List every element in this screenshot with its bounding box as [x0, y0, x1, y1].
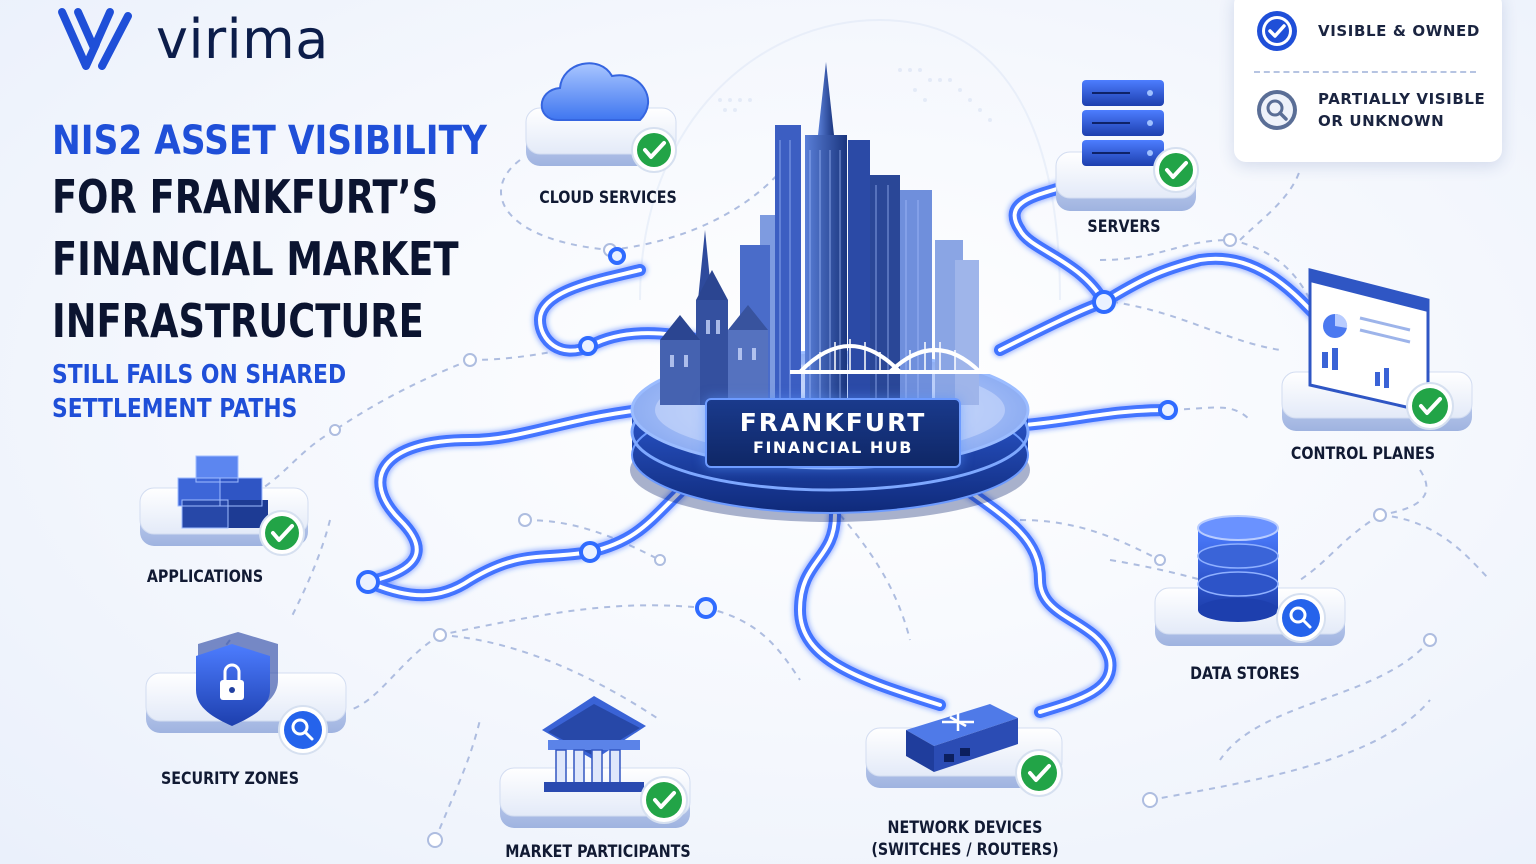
- label-network-devices: NETWORK DEVICES (SWITCHES / ROUTERS): [871, 817, 1058, 861]
- check-circle-icon: [1257, 11, 1297, 51]
- subheadline-line-1: STILL FAILS ON SHARED: [52, 360, 347, 390]
- search-icon: [1257, 90, 1297, 130]
- bank-building-icon: [542, 696, 646, 792]
- check-circle-icon: [1406, 382, 1454, 430]
- label-network-devices-line-1: NETWORK DEVICES: [887, 818, 1043, 838]
- check-circle-icon: [1015, 749, 1063, 797]
- hub-subtitle: FINANCIAL HUB: [753, 438, 913, 457]
- headline-block: NIS2 ASSET VISIBILITY FOR FRANKFURT’S FI…: [52, 116, 492, 426]
- check-circle-icon: [640, 776, 688, 824]
- label-servers: SERVERS: [1087, 217, 1161, 237]
- network-switch-icon: [906, 704, 1018, 772]
- label-cloud-services: CLOUD SERVICES: [539, 188, 677, 208]
- status-legend: VISIBLE & OWNED PARTIALLY VISIBLE OR UNK…: [1234, 0, 1502, 162]
- dashed-junction-dots: [329, 233, 1437, 848]
- shield-lock-icon: [196, 632, 278, 726]
- search-icon: [278, 705, 328, 755]
- legend-label-partially-visible: PARTIALLY VISIBLE OR UNKNOWN: [1318, 88, 1485, 132]
- database-icon: [1197, 515, 1279, 622]
- headline-line-4: INFRASTRUCTURE: [52, 294, 424, 348]
- check-circle-icon: [1153, 147, 1199, 193]
- headline-line-3: FINANCIAL MARKET: [52, 232, 459, 286]
- check-circle-icon: [259, 510, 305, 556]
- primary-junction-dots: [356, 247, 1178, 619]
- network-devices-node[interactable]: [865, 704, 1063, 788]
- legend-item-partially-visible: PARTIALLY VISIBLE OR UNKNOWN: [1256, 88, 1485, 132]
- search-icon: [1276, 593, 1326, 643]
- cloud-icon: [540, 62, 650, 121]
- label-data-stores: DATA STORES: [1190, 664, 1300, 684]
- label-applications: APPLICATIONS: [146, 567, 264, 587]
- label-market-participants: MARKET PARTICIPANTS: [505, 842, 691, 862]
- frankfurt-skyline-illustration: [660, 62, 990, 405]
- legend-divider: [1254, 71, 1476, 73]
- headline-line-2: FOR FRANKFURT’S: [52, 170, 439, 224]
- brand-name: virima: [156, 7, 329, 71]
- hub-title: FRANKFURT: [739, 408, 927, 437]
- label-network-devices-line-2: (SWITCHES / ROUTERS): [871, 840, 1059, 860]
- legend-item-visible-owned: VISIBLE & OWNED: [1256, 10, 1480, 52]
- brand-logo[interactable]: virima: [56, 4, 329, 74]
- stacked-cubes-icon: [177, 455, 268, 529]
- legend-label-partial-line-2: OR UNKNOWN: [1318, 112, 1445, 130]
- virima-logo-icon: [58, 8, 132, 70]
- subheadline-line-2: SETTLEMENT PATHS: [52, 394, 298, 424]
- label-security-zones: SECURITY ZONES: [161, 769, 299, 789]
- label-control-planes: CONTROL PLANES: [1290, 444, 1436, 464]
- headline-line-1: NIS2 ASSET VISIBILITY: [52, 118, 487, 164]
- hub-sign[interactable]: FRANKFURT FINANCIAL HUB: [705, 398, 961, 468]
- legend-label-partial-line-1: PARTIALLY VISIBLE: [1318, 90, 1486, 108]
- check-circle-icon: [631, 127, 677, 173]
- legend-label-visible-owned: VISIBLE & OWNED: [1318, 22, 1480, 40]
- server-rack-icon: [1082, 80, 1164, 166]
